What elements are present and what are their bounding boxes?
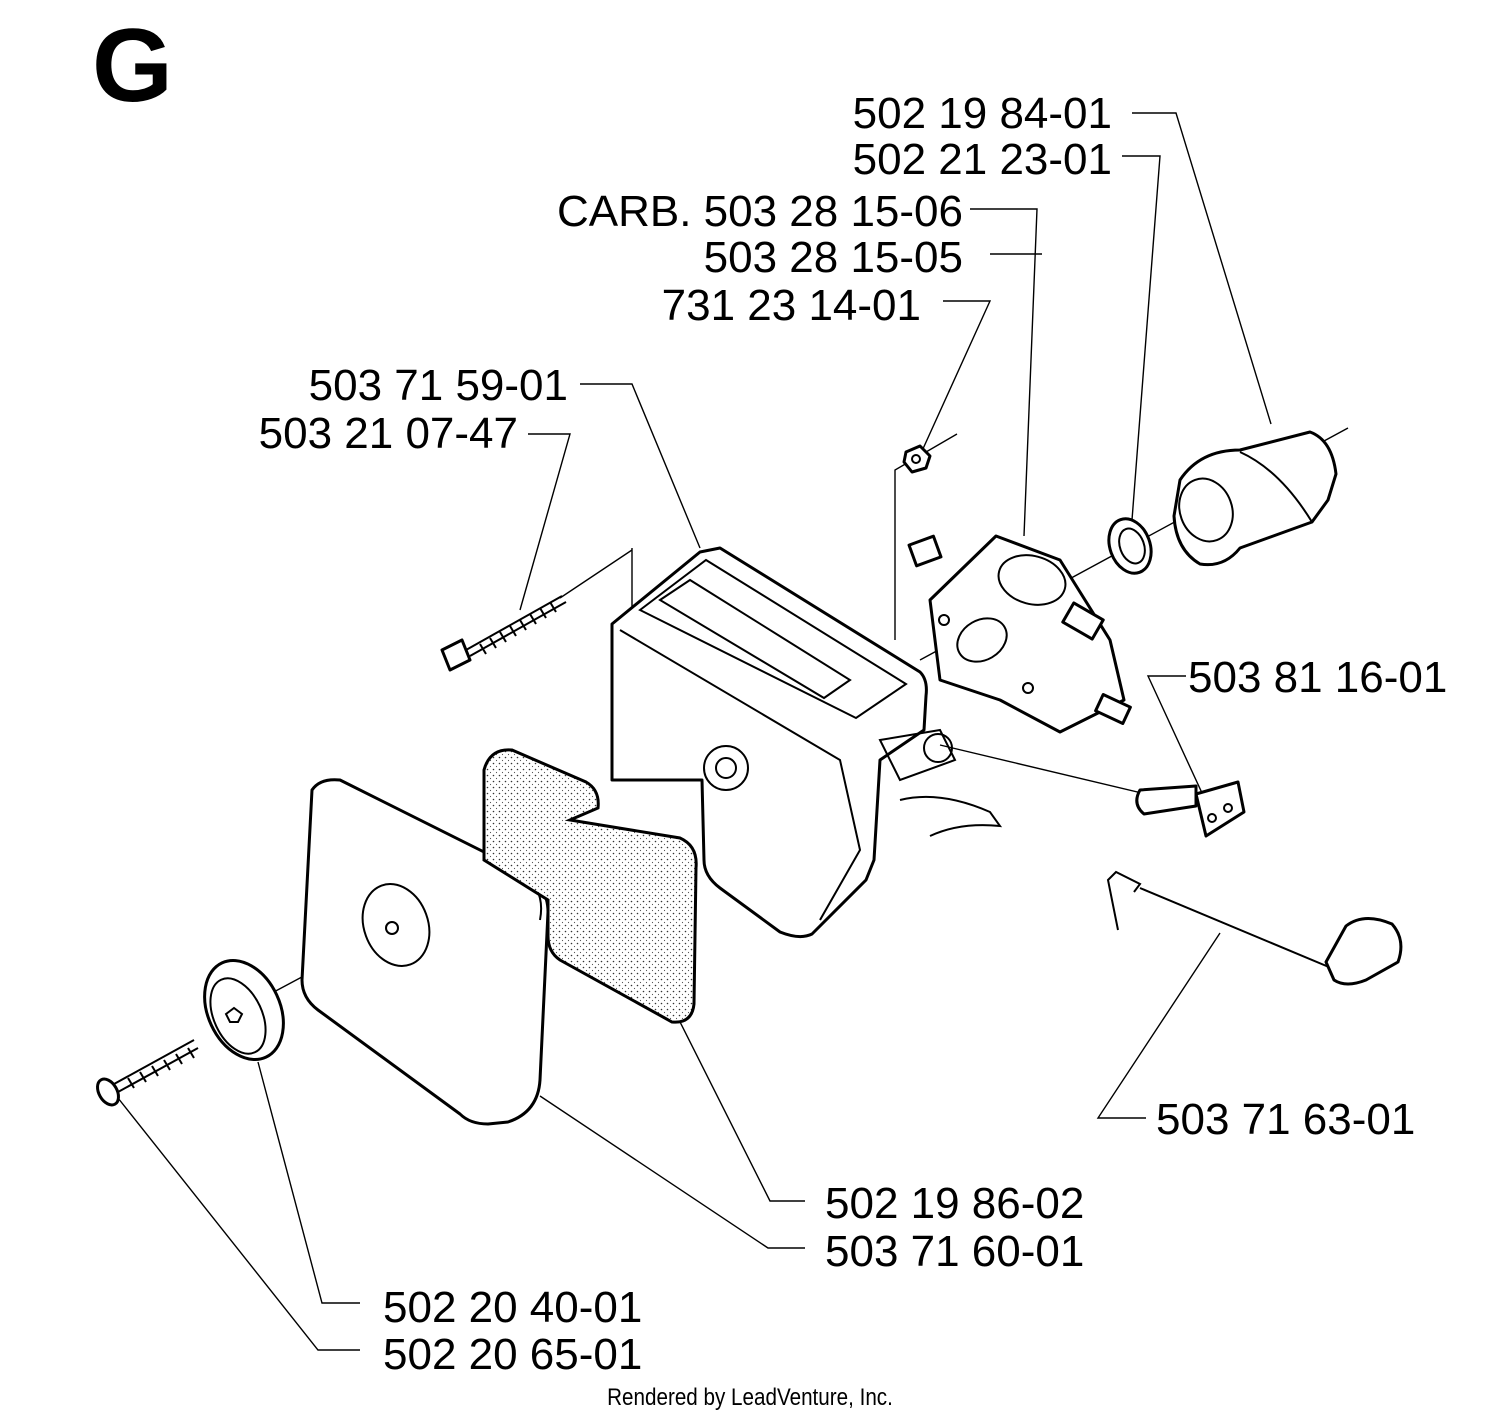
air-filter-cover	[300, 778, 550, 1126]
callout-502-19-84-01: 502 19 84-01	[852, 89, 1112, 138]
gasket-ring	[1107, 517, 1153, 575]
carburetor	[907, 534, 1132, 734]
section-letter: G	[92, 8, 173, 124]
callout-502-19-86-02: 502 19 86-02	[825, 1179, 1085, 1228]
callout-503-71-60-01: 503 71 60-01	[825, 1227, 1085, 1276]
knob	[203, 958, 285, 1062]
throttle-rod	[1106, 870, 1403, 986]
callout-502-20-40-01: 502 20 40-01	[383, 1283, 643, 1332]
callout-503-71-63-01: 503 71 63-01	[1156, 1095, 1416, 1144]
foam-filter	[482, 748, 698, 1024]
callout-503-28-15-05: 503 28 15-05	[703, 233, 963, 282]
filter-housing	[610, 546, 1003, 939]
callout-503-81-16-01: 503 81 16-01	[1188, 653, 1448, 702]
footer-credit: Rendered by LeadVenture, Inc.	[607, 1384, 893, 1411]
callout-502-20-65-01: 502 20 65-01	[383, 1330, 643, 1379]
small-screw	[96, 1039, 199, 1107]
callout-731-23-14-01: 731 23 14-01	[661, 281, 921, 330]
intake-boot	[1172, 430, 1338, 567]
callout-503-21-07-47: 503 21 07-47	[258, 409, 518, 458]
callout-502-21-23-01: 502 21 23-01	[852, 135, 1112, 184]
mounting-bracket	[1135, 780, 1246, 838]
callout-carb-503-28-15-06: CARB. 503 28 15-06	[556, 187, 963, 236]
callout-503-71-59-01: 503 71 59-01	[308, 361, 568, 410]
long-screw	[440, 595, 567, 672]
nut	[902, 444, 932, 474]
